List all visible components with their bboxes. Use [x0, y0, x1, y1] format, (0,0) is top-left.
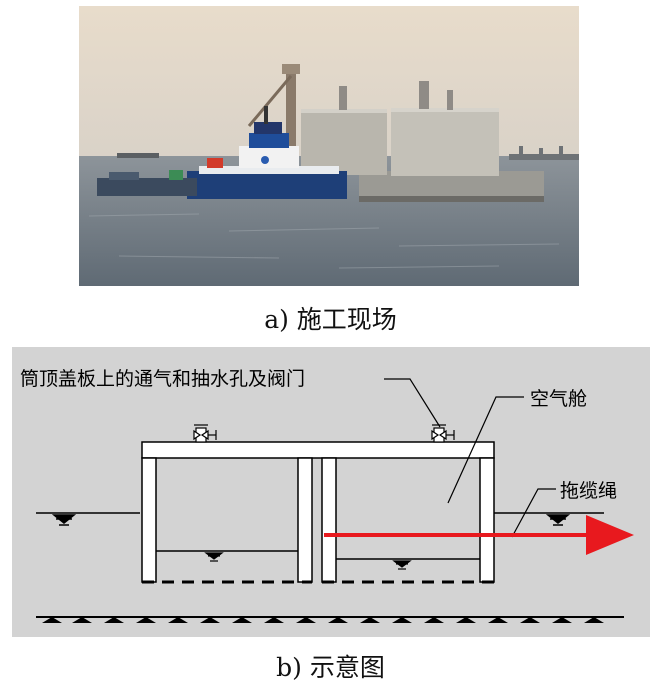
construction-site-photo — [79, 6, 579, 286]
leader-air-chamber — [447, 396, 524, 504]
label-tow-rope: 拖缆绳 — [560, 480, 617, 502]
leader-tow-rope — [511, 488, 556, 538]
concrete-bucket-right — [391, 108, 499, 176]
valve-tower-left — [339, 86, 347, 110]
schematic-diagram: 筒顶盖板上的通气和抽水孔及阀门 空气舱 拖缆绳 — [12, 347, 650, 637]
water-level-symbol-right — [545, 514, 571, 526]
tugboat — [187, 106, 347, 199]
caption-b: b) 示意图 — [276, 653, 385, 682]
seabed-hatching — [42, 617, 604, 623]
label-air-chamber: 空气舱 — [530, 388, 587, 410]
valve-right — [431, 424, 455, 443]
crane-mast — [286, 68, 296, 148]
valve-tower-right — [419, 81, 429, 109]
water-level-symbol-left — [51, 514, 77, 526]
valve-left — [193, 424, 217, 443]
wall-right-inner — [321, 457, 337, 583]
inner-water-symbol-right — [392, 560, 412, 570]
distant-ship — [117, 153, 159, 158]
wall-left-inner — [297, 457, 313, 583]
leader-vent-valve — [384, 378, 441, 428]
label-vent-and-valve: 筒顶盖板上的通气和抽水孔及阀门 — [20, 368, 305, 390]
top-cover-plate — [141, 441, 495, 459]
wall-right-outer — [479, 457, 495, 583]
wall-left-outer — [141, 457, 157, 583]
concrete-bucket-left — [301, 109, 387, 175]
water-ripples — [88, 213, 560, 269]
caption-a: a) 施工现场 — [264, 305, 397, 334]
work-barge — [97, 178, 197, 196]
distant-pier — [509, 146, 579, 160]
inner-water-symbol-left — [204, 552, 224, 562]
